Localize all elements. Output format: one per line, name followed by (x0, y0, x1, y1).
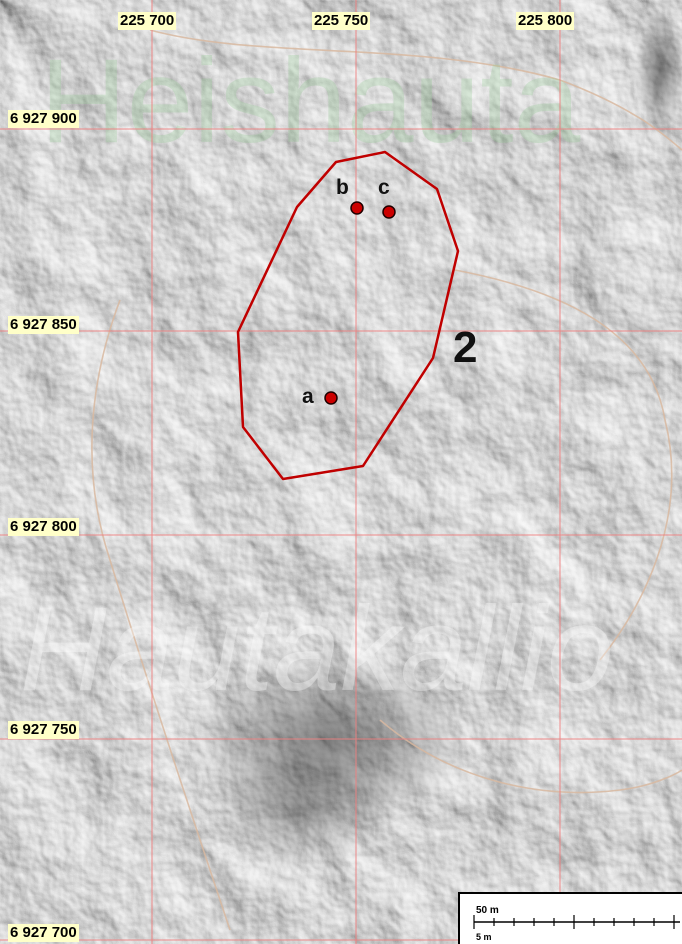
easting-label-225700: 225 700 (118, 12, 177, 30)
northing-label-6927700: 6 927 700 (8, 924, 79, 942)
place-name-bottom-ghost: Hautakallio (20, 582, 614, 716)
point-b-label: b (336, 176, 349, 199)
contour-lines (91, 29, 682, 931)
place-name-top-ghost: Heishauta (40, 34, 581, 168)
scale-bar-major-label: 50 m (476, 905, 499, 916)
northing-label-6927850: 6 927 850 (8, 316, 79, 334)
northing-label-6927800: 6 927 800 (8, 518, 79, 536)
scale-bar-minor-label: 5 m (476, 932, 492, 942)
point-a-label: a (302, 385, 314, 408)
point-b-marker[interactable] (350, 201, 364, 215)
point-c-marker[interactable] (382, 205, 396, 219)
scale-bar-ruler (473, 915, 680, 929)
point-c-label: c (378, 176, 390, 199)
point-a-marker[interactable] (324, 391, 338, 405)
easting-label-225750: 225 750 (312, 12, 371, 30)
area-label: 2 (453, 323, 478, 372)
area-polygon[interactable] (236, 150, 460, 481)
northing-label-6927750: 6 927 750 (8, 721, 79, 739)
northing-label-6927900: 6 927 900 (8, 110, 79, 128)
scale-bar: 50 m 5 m (458, 892, 682, 944)
easting-label-225800: 225 800 (516, 12, 575, 30)
